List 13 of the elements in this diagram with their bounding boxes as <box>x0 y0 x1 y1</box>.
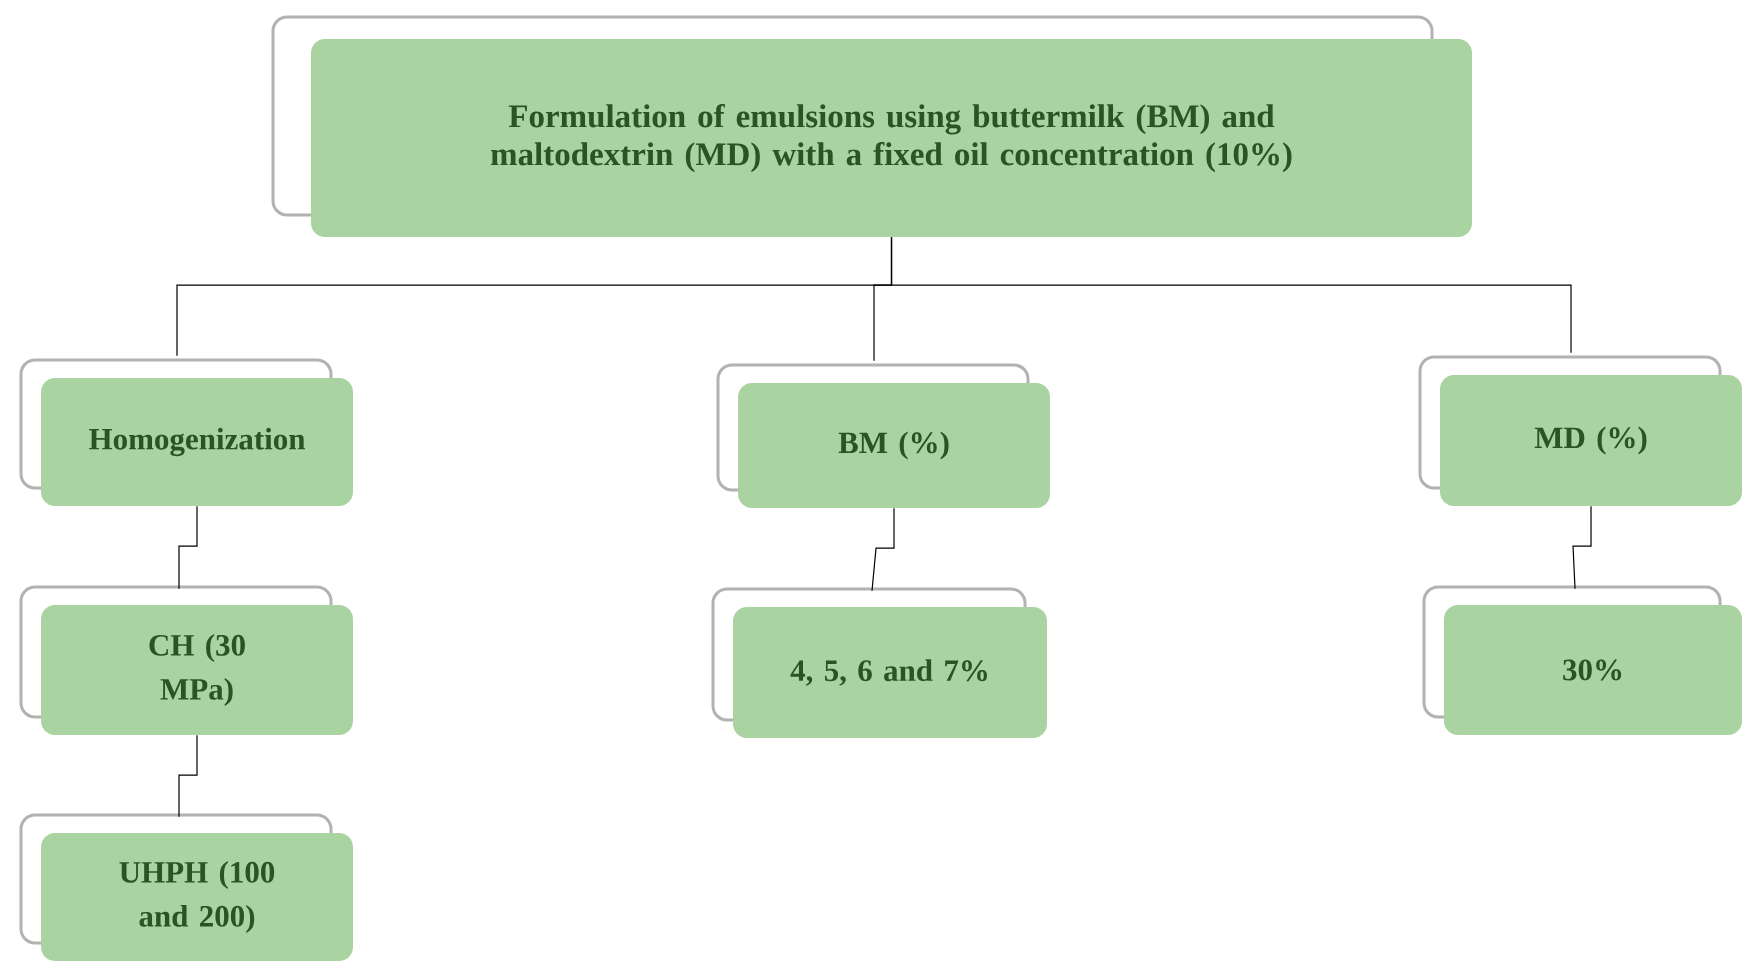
process-box: UHPH (100 and 200) <box>19 813 353 961</box>
process-box: 30% <box>1422 585 1742 735</box>
process-box: MD (%) <box>1418 355 1742 506</box>
process-box: BM (%) <box>716 363 1050 508</box>
connector-line <box>890 236 1572 354</box>
connector-line <box>1572 505 1592 590</box>
connector-line <box>178 505 198 590</box>
process-box: Formulation of emulsions using buttermilk (BM) and maltodextrin (MD) with a fixed oil concentration (10%) <box>271 15 1472 237</box>
connector-line <box>178 734 198 818</box>
process-box: 4, 5, 6 and 7% <box>711 587 1047 738</box>
connector-line <box>871 507 895 592</box>
process-box: Homogenization <box>19 358 353 506</box>
process-box: CH (30 MPa) <box>19 585 353 735</box>
